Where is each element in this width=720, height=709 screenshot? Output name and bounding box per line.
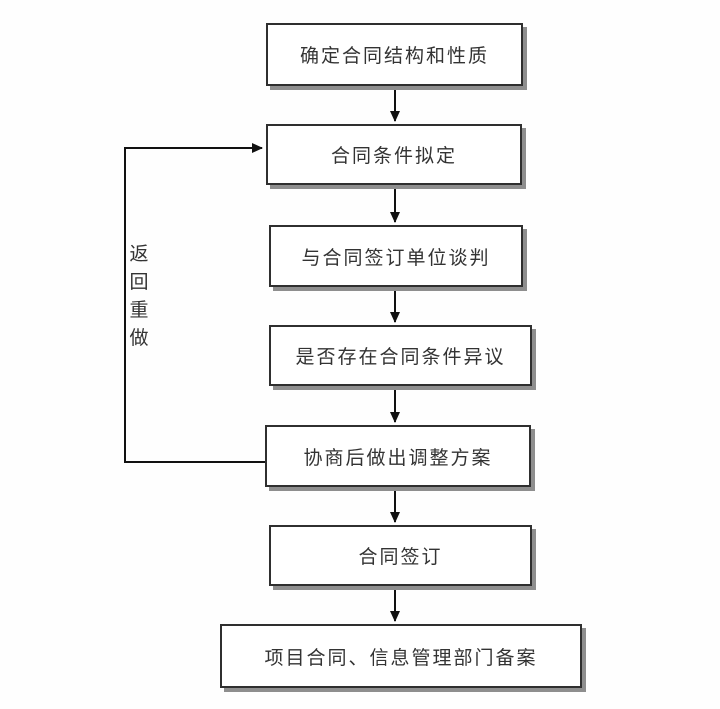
node-label: 确定合同结构和性质 <box>299 45 489 67</box>
node-label: 协商后做出调整方案 <box>303 446 493 469</box>
node-label: 合同签订 <box>358 546 443 568</box>
node-check-term-objections: 是否存在合同条件异议 <box>269 325 532 386</box>
node-label: 项目合同、信息管理部门备案 <box>264 646 538 669</box>
node-negotiate-with-signing-unit: 与合同签订单位谈判 <box>269 225 523 287</box>
node-label: 合同条件拟定 <box>330 145 457 167</box>
feedback-loop-arrow <box>124 143 265 463</box>
node-sign-contract: 合同签订 <box>269 525 532 586</box>
node-determine-contract-structure: 确定合同结构和性质 <box>266 23 523 86</box>
return-redo-label: 返回重做 <box>129 243 149 349</box>
node-label: 与合同签订单位谈判 <box>301 246 491 269</box>
node-file-with-departments: 项目合同、信息管理部门备案 <box>220 624 582 688</box>
node-label: 是否存在合同条件异议 <box>295 346 506 368</box>
node-make-adjustment-plan: 协商后做出调整方案 <box>265 425 531 487</box>
node-draft-contract-terms: 合同条件拟定 <box>266 124 522 185</box>
